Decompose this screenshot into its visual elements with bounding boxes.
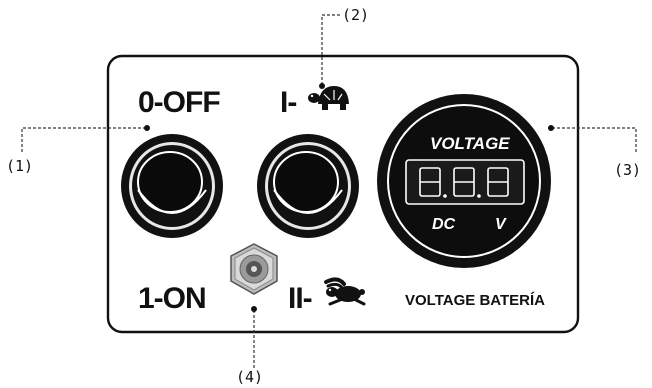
callout-dot-3	[548, 125, 554, 131]
callout-3: (3)	[614, 161, 642, 179]
rabbit-icon	[324, 277, 366, 306]
callout-leader-2	[321, 14, 340, 84]
callout-leader-3	[552, 127, 637, 152]
voltmeter-dc: DC	[432, 216, 456, 233]
callout-1: (1)	[6, 157, 34, 175]
label-voltage-bateria: VOLTAGE BATERÍA	[405, 292, 545, 309]
voltmeter	[377, 94, 551, 268]
charging-port[interactable]	[230, 243, 278, 295]
label-speed-1: I-	[280, 86, 297, 119]
seven-segment-digits	[419, 167, 509, 197]
label-off: 0-OFF	[138, 86, 221, 119]
callout-leader-1	[21, 127, 145, 152]
callout-dot-1	[144, 125, 150, 131]
label-on: 1-ON	[138, 282, 207, 315]
rocker-switch-on-off[interactable]	[121, 134, 223, 238]
callout-4: (4)	[236, 368, 264, 386]
label-speed-2: II-	[288, 282, 313, 315]
callout-dot-2	[319, 83, 325, 89]
callout-2: (2)	[342, 6, 370, 24]
callout-dot-4	[251, 306, 257, 312]
voltmeter-title: VOLTAGE	[430, 134, 510, 153]
voltmeter-unit: V	[495, 216, 506, 233]
turtle-icon	[308, 86, 349, 110]
rocker-switch-speed[interactable]	[257, 134, 359, 238]
